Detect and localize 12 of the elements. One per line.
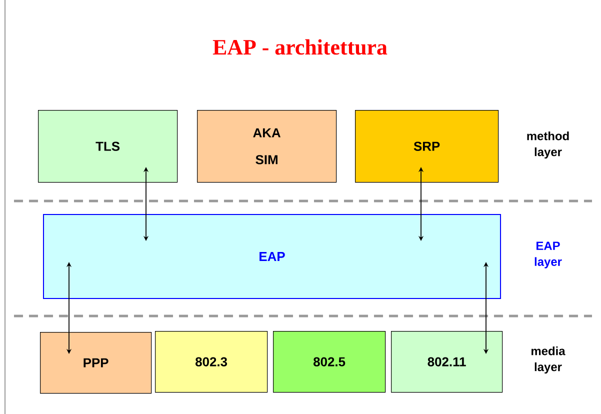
protocol-box: PPP [40,332,152,394]
layer-label: media layer [532,346,566,374]
protocol-box: 802.11 [391,331,503,393]
layer-label: method layer [527,131,569,159]
protocol-box: TLS [38,110,178,183]
layer-box: EAP [43,214,502,299]
title: EAP - architettura [212,39,388,55]
protocol-box: AKA SIM [197,110,337,183]
protocol-box: 802.3 [155,331,268,393]
protocol-box: 802.5 [273,331,386,393]
layer-label: EAP layer [534,242,562,268]
protocol-box: SRP [355,110,499,183]
